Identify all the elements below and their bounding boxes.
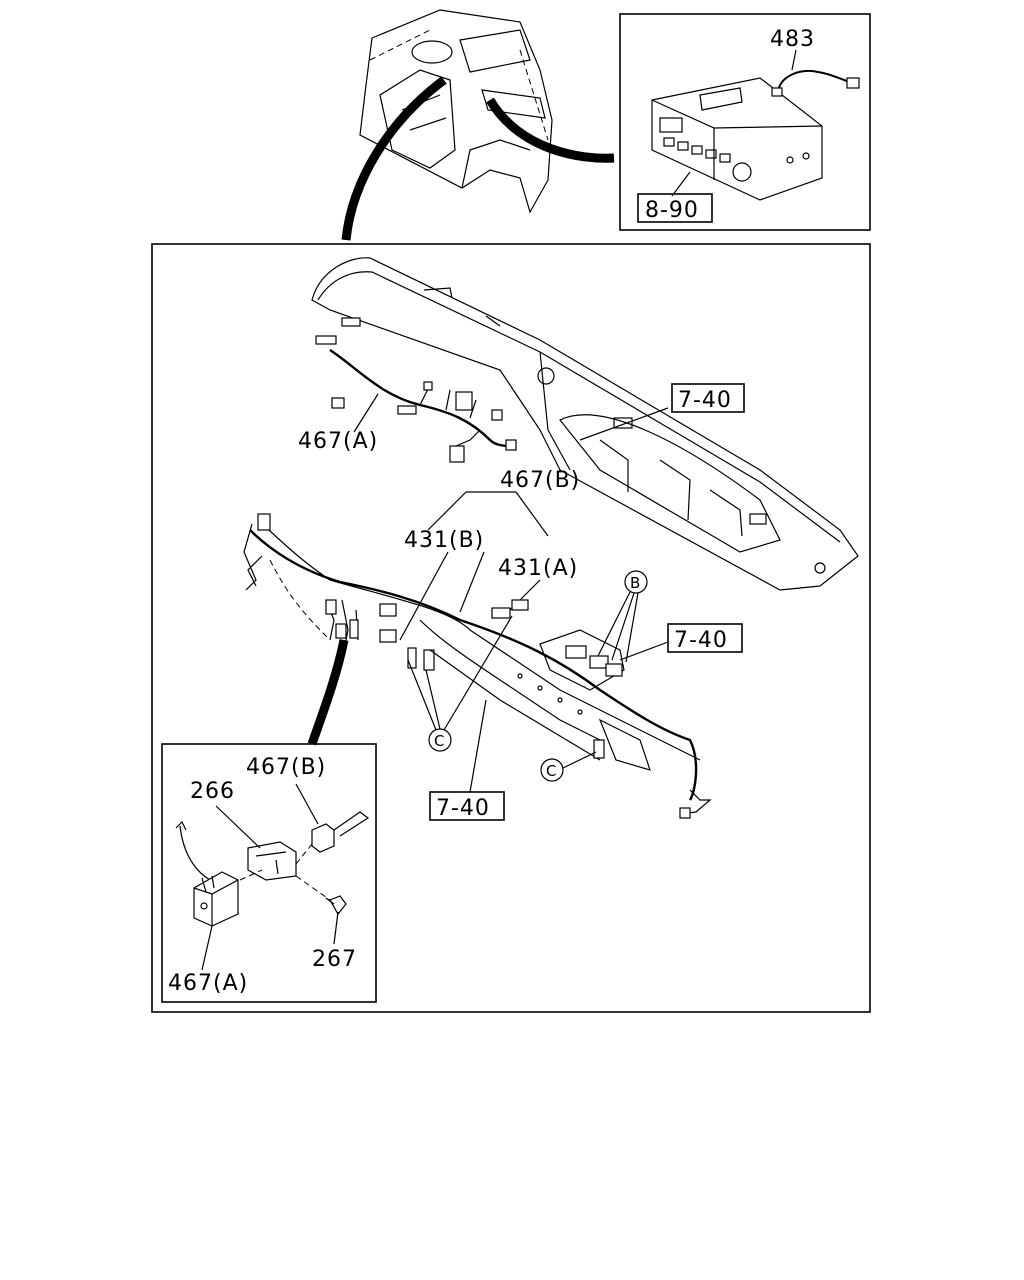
lower-harness-illustration	[243, 513, 712, 819]
callout-467b-top: 467(B)	[500, 468, 580, 493]
detail-parts-illustration	[175, 811, 370, 927]
ref-8-90: 8-90	[645, 198, 699, 223]
ref-box-7-40-bottom	[429, 791, 505, 821]
ref-7-40-bottom: 7-40	[436, 796, 490, 821]
marker-b-circle	[624, 570, 648, 594]
callout-inset-266: 266	[190, 779, 235, 804]
ref-box-7-40-top	[671, 383, 745, 413]
radio-cable	[777, 70, 851, 93]
cab-overview-illustration	[359, 9, 553, 214]
callout-inset-467b: 467(B)	[246, 755, 326, 780]
marker-b: B	[630, 574, 640, 592]
ref-7-40-right: 7-40	[674, 628, 728, 653]
callout-inset-467a: 467(A)	[168, 971, 248, 996]
callout-431a: 431(A)	[498, 556, 578, 581]
callout-467a-top: 467(A)	[298, 429, 378, 454]
detail-inset-frame	[161, 743, 377, 1003]
harness-467a-illustration	[315, 317, 517, 463]
callout-431b: 431(B)	[404, 528, 484, 553]
ref-7-40-top: 7-40	[678, 388, 732, 413]
leader-arc-to-radio	[486, 97, 615, 163]
leader-arc-to-dash	[341, 76, 447, 241]
callout-inset-267: 267	[312, 947, 357, 972]
leader-arc-to-inset	[307, 639, 349, 746]
marker-c-left: C	[434, 732, 444, 750]
marker-c-right-circle	[540, 758, 564, 782]
ref-box-7-40-right	[667, 623, 743, 653]
radio-connector	[846, 77, 860, 89]
radio-unit-illustration	[651, 77, 823, 201]
ref-box-8-90	[637, 193, 713, 223]
callout-483: 483	[770, 27, 815, 52]
marker-c-right: C	[546, 762, 556, 780]
main-diagram-frame	[151, 243, 871, 1013]
radio-inset-frame	[619, 13, 871, 231]
dashboard-panel-illustration	[311, 257, 859, 591]
